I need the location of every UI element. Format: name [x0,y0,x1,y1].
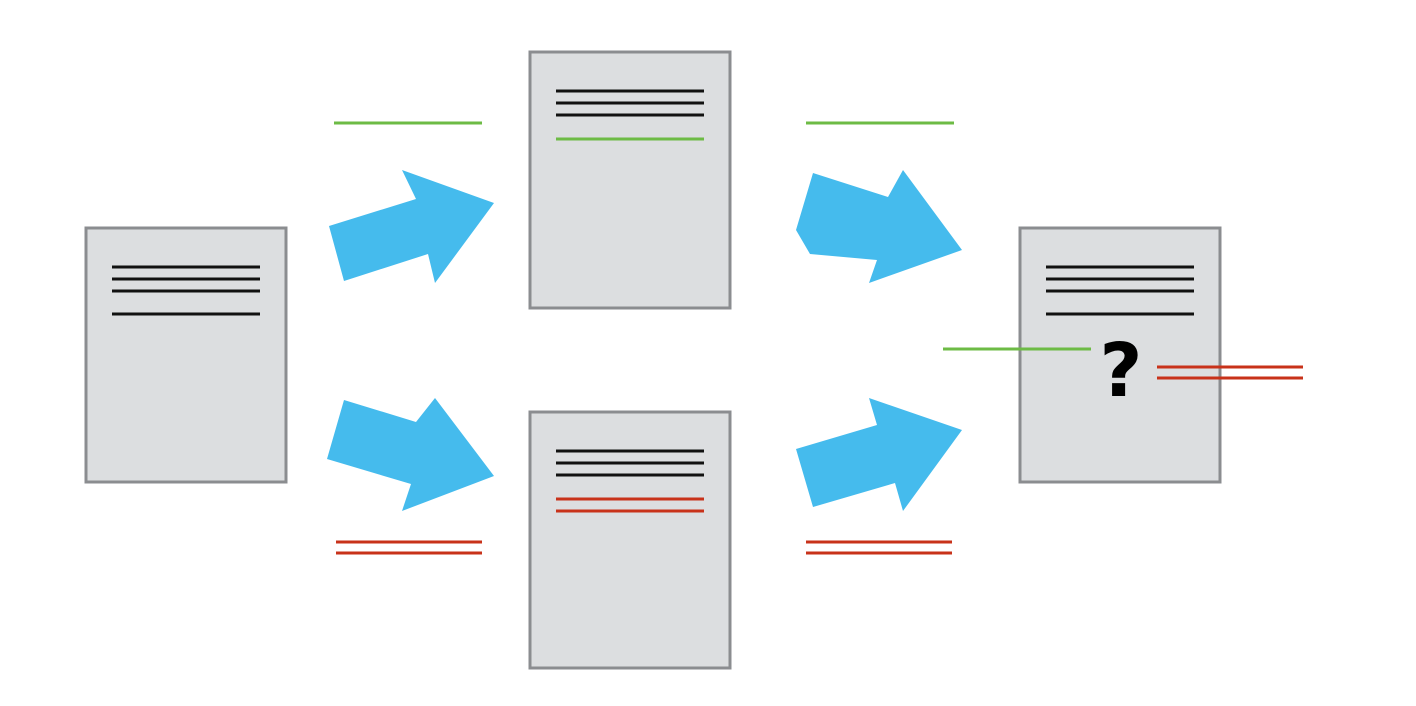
arrow-icon [327,398,494,511]
arrow-icon [796,170,962,283]
conflict-question-mark: ? [1100,328,1143,414]
arrow-icon [329,170,494,283]
arrow-icon [796,398,962,511]
green-edit-document [528,50,732,310]
merged-document [1018,226,1222,484]
red-edit-document [528,410,732,670]
original-document [84,226,288,484]
